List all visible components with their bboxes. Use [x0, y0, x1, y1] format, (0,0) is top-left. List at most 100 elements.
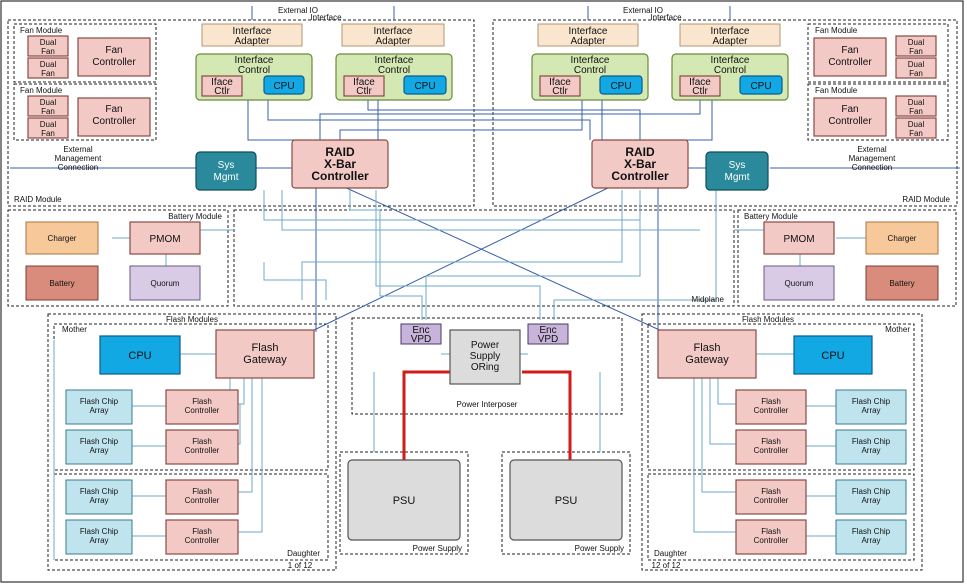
svg-text:Interface: Interface: [374, 26, 413, 37]
svg-text:Array: Array: [861, 446, 880, 455]
ext-mgmt-right-3: Connection: [852, 163, 892, 172]
svg-text:Flash: Flash: [761, 487, 781, 496]
svg-text:Control: Control: [714, 65, 746, 76]
svg-text:Dual: Dual: [908, 120, 925, 129]
fan-module-label: Fan Module: [20, 86, 63, 95]
ext-io-label-left-1: External IO: [278, 6, 318, 15]
svg-text:Ctlr: Ctlr: [356, 86, 372, 97]
svg-text:RAID: RAID: [325, 145, 355, 159]
battery-module-right: [737, 209, 957, 307]
svg-text:Battery: Battery: [889, 279, 914, 288]
svg-text:Charger: Charger: [48, 234, 77, 243]
mother-board-right: [647, 323, 915, 471]
battery-module-label-right: Battery Module: [744, 212, 798, 221]
svg-text:CPU: CPU: [414, 81, 435, 92]
svg-text:Supply: Supply: [470, 351, 501, 362]
flash-modules-label-left: Flash Modules: [166, 315, 218, 324]
svg-text:Controller: Controller: [92, 116, 136, 127]
svg-text:Sys: Sys: [729, 160, 746, 171]
power-interposer-label: Power Interposer: [457, 400, 518, 409]
svg-text:Gateway: Gateway: [243, 354, 287, 366]
svg-text:Fan: Fan: [841, 45, 858, 56]
svg-text:Flash Chip: Flash Chip: [852, 527, 891, 536]
fan-module-label: Fan Module: [815, 26, 858, 35]
ext-mgmt-right-1: External: [857, 145, 887, 154]
svg-text:Controller: Controller: [185, 446, 220, 455]
svg-text:Control: Control: [574, 65, 606, 76]
mother-label-right: Mother: [885, 325, 910, 334]
svg-text:Flash Chip: Flash Chip: [80, 397, 119, 406]
power-supply-label-left: Power Supply: [413, 544, 462, 553]
svg-text:ORing: ORing: [471, 362, 499, 373]
svg-text:Adapter: Adapter: [234, 36, 270, 47]
svg-text:Fan: Fan: [41, 107, 55, 116]
svg-text:CPU: CPU: [750, 81, 771, 92]
svg-text:Iface: Iface: [689, 77, 711, 88]
svg-text:Fan: Fan: [41, 69, 55, 78]
quorum-left: Quorum: [129, 265, 201, 301]
svg-text:Controller: Controller: [185, 406, 220, 415]
svg-text:Flash: Flash: [192, 437, 212, 446]
svg-text:Controller: Controller: [92, 57, 136, 68]
battery-right: Battery: [865, 265, 939, 301]
fan-module-right-1: [807, 23, 949, 83]
ext-io-label-left-2: Interface: [310, 13, 342, 22]
svg-text:Adapter: Adapter: [375, 36, 411, 47]
flash-modules-label-right: Flash Modules: [742, 315, 794, 324]
svg-text:Fan: Fan: [41, 47, 55, 56]
svg-text:Array: Array: [861, 406, 880, 415]
svg-text:RAID: RAID: [625, 145, 655, 159]
svg-text:Iface: Iface: [549, 77, 571, 88]
svg-text:Sys: Sys: [218, 160, 235, 171]
svg-text:Dual: Dual: [908, 98, 925, 107]
svg-text:Interface: Interface: [711, 55, 750, 66]
svg-text:Mgmt: Mgmt: [725, 172, 750, 183]
svg-text:Interface: Interface: [711, 26, 750, 37]
svg-text:Flash: Flash: [761, 527, 781, 536]
svg-text:PSU: PSU: [555, 495, 578, 507]
pmom-right: PMOM: [763, 221, 835, 255]
svg-text:Flash: Flash: [761, 397, 781, 406]
fan-module-left-2: [13, 83, 157, 141]
svg-text:PMOM: PMOM: [783, 234, 814, 245]
cpu-r1: CPU: [599, 75, 643, 95]
svg-text:Flash: Flash: [252, 342, 279, 354]
flash-modules-left: [47, 313, 337, 571]
cpu-flash-left: CPU: [99, 335, 181, 375]
battery-module-left: [7, 209, 229, 307]
power-supply-label-right: Power Supply: [575, 544, 624, 553]
svg-text:Dual: Dual: [40, 60, 57, 69]
quorum-right: Quorum: [763, 265, 835, 301]
svg-text:Iface: Iface: [353, 77, 375, 88]
svg-text:Gateway: Gateway: [685, 354, 729, 366]
svg-text:Adapter: Adapter: [570, 36, 606, 47]
svg-text:Fan: Fan: [105, 104, 122, 115]
